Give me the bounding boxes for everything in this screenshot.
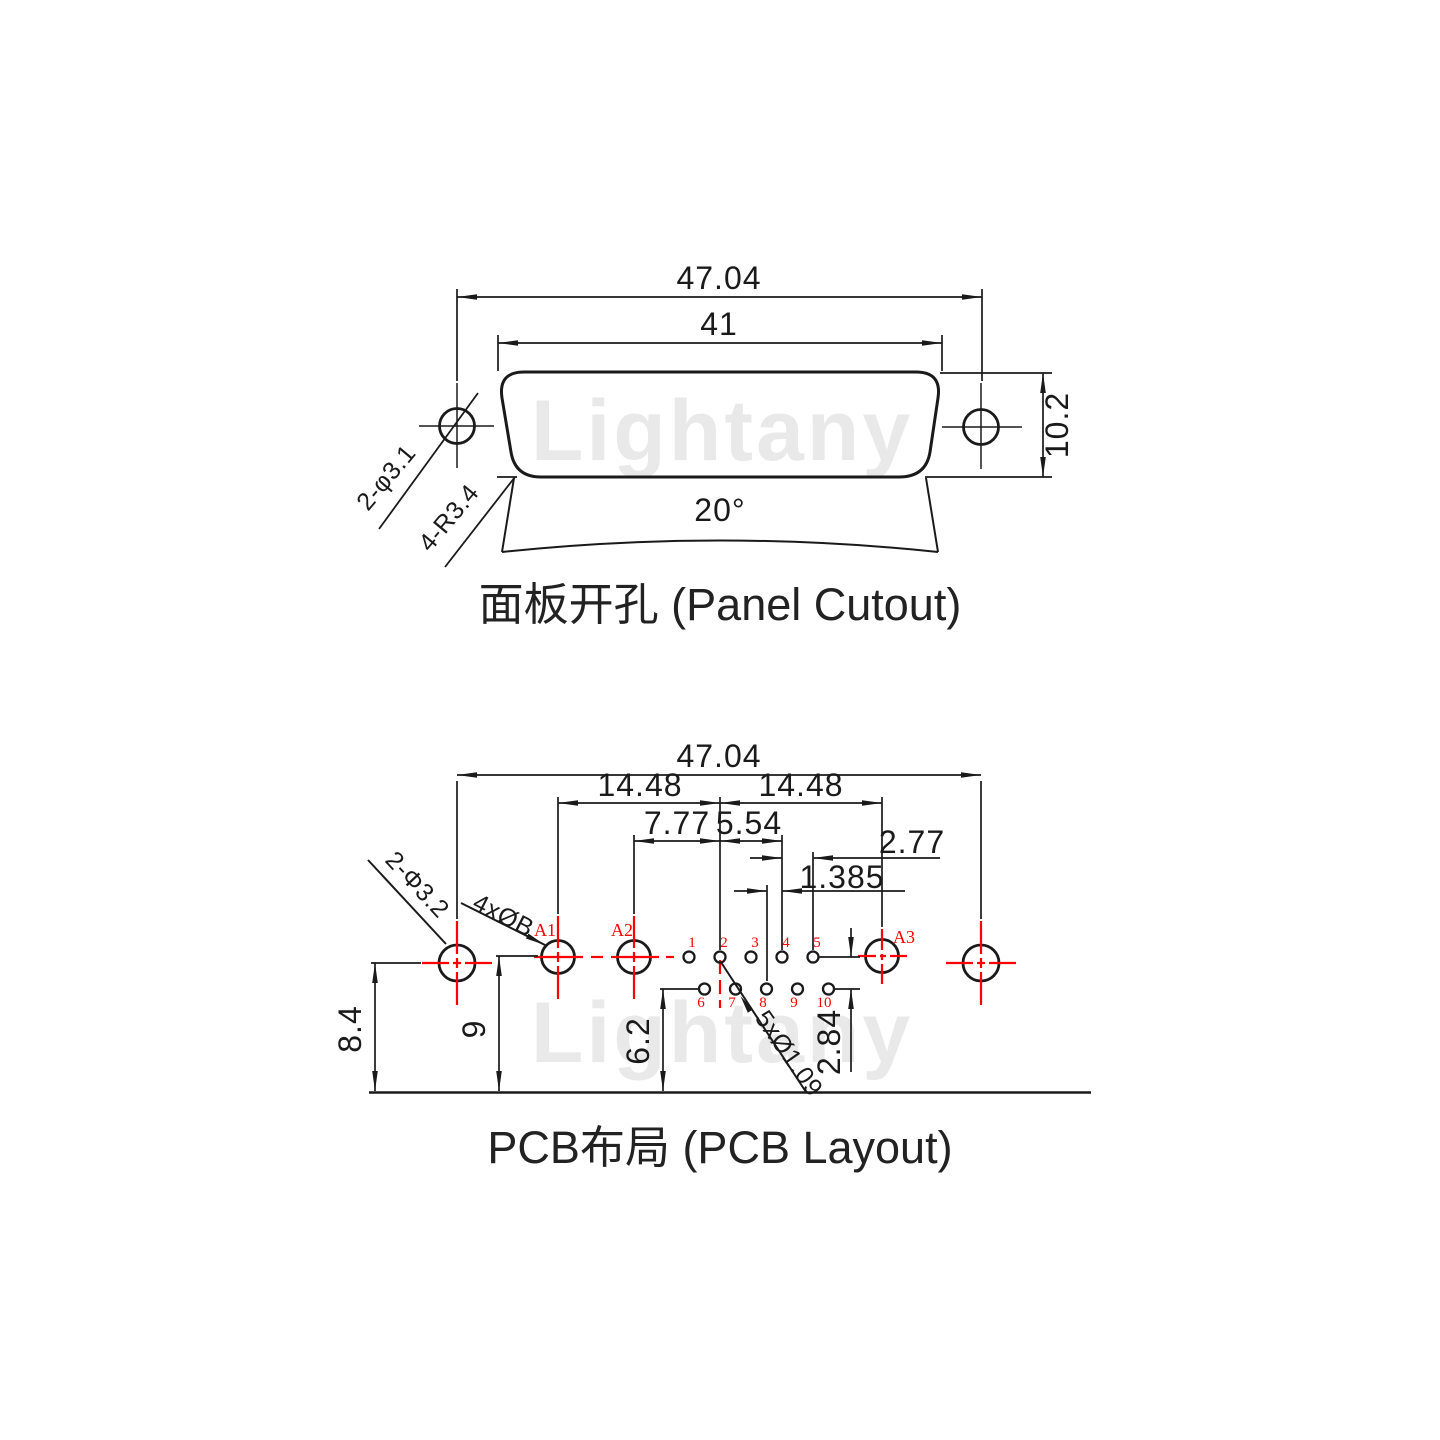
watermark-top: Lightany (531, 383, 913, 479)
pcb-pin7-label: 7 (728, 995, 736, 1011)
panel-dim-47-04: 47.04 (456, 260, 983, 381)
panel-dim-10-2-label: 10.2 (1039, 392, 1075, 458)
pcb-dim-14-48-right: 14.48 (720, 767, 882, 806)
pcb-dim-6-2: 6.2 (620, 988, 700, 1091)
pcb-title: PCB布局 (PCB Layout) (487, 1122, 952, 1173)
pcb-dim-5-54-label: 5.54 (716, 805, 782, 841)
pcb-pin10-label: 10 (817, 995, 832, 1011)
pcb-dim-1-385: 1.385 (734, 859, 905, 895)
pcb-a3-label: A3 (893, 927, 915, 947)
panel-title: 面板开孔 (Panel Cutout) (479, 579, 962, 630)
pcb-dim-47-04-label: 47.04 (676, 738, 761, 774)
pcb-dim-14-48-left-label: 14.48 (597, 767, 682, 803)
panel-label-radius-text: 4-R3.4 (413, 479, 485, 557)
panel-cutout-outline (499, 370, 941, 479)
panel-dim-10-2: 10.2 (925, 372, 1075, 478)
pcb-dim-5-54: 5.54 (716, 805, 782, 844)
panel-dim-41: 41 (497, 306, 943, 371)
pcb-pin3-label: 3 (751, 935, 759, 951)
pcb-label-shell-text: 4xØB (468, 888, 538, 942)
panel-hole-right (942, 383, 1022, 469)
pcb-hole-a3: A3 (858, 927, 915, 984)
panel-dim-41-label: 41 (700, 306, 738, 342)
pcb-pins-row1 (682, 950, 820, 964)
pcb-hole-right (946, 921, 1016, 1005)
pcb-pin4-label: 4 (782, 935, 790, 951)
pcb-pin2-label: 2 (720, 935, 728, 951)
pcb-dim-6-2-label: 6.2 (620, 1017, 656, 1064)
panel-hole-left (419, 383, 494, 468)
pcb-pin6-label: 6 (697, 995, 705, 1011)
panel-label-radius: 4-R3.4 (413, 476, 516, 568)
pcb-a2-label: A2 (611, 920, 633, 940)
pcb-extension-lines (557, 797, 883, 981)
pcb-dim-8-4-label: 8.4 (332, 1005, 368, 1052)
panel-angle-label: 20° (694, 492, 745, 528)
pcb-dim-2-84-label: 2.84 (811, 1009, 847, 1075)
pcb-dim-7-77: 7.77 (634, 805, 720, 844)
panel-dim-47-04-label: 47.04 (676, 260, 761, 296)
pcb-hole-left (422, 921, 492, 1005)
pcb-dim-2-77-label: 2.77 (879, 824, 945, 860)
pcb-a1-label: A1 (534, 920, 556, 940)
pcb-centerline-red (534, 955, 722, 1008)
pcb-pin1-label: 1 (688, 935, 696, 951)
pcb-dim-8-4: 8.4 (332, 962, 421, 1091)
pcb-dim-2-77: 2.77 (750, 824, 945, 861)
pcb-dim-9: 9 (456, 955, 538, 1091)
pcb-dim-7-77-label: 7.77 (644, 805, 710, 841)
pcb-dim-14-48-right-label: 14.48 (758, 767, 843, 803)
pcb-pin9-label: 9 (790, 995, 798, 1011)
pcb-pin8-label: 8 (759, 995, 767, 1011)
pcb-dim-47-04: 47.04 (456, 738, 982, 919)
pcb-pin5-label: 5 (813, 935, 821, 951)
pcb-layout-drawing: 47.04 14.48 14.48 7.77 5.54 2.77 (332, 738, 1091, 1173)
pcb-dim-9-label: 9 (456, 1020, 492, 1039)
pcb-dim-2-84: 2.84 (811, 928, 860, 1075)
pcb-label-holes: 2-Φ3.2 (367, 846, 455, 945)
pcb-dim-14-48-left: 14.48 (558, 767, 720, 806)
panel-flare: 20° (497, 476, 939, 553)
watermark-bottom: Lightany (531, 985, 913, 1081)
pcb-label-shell: 4xØB (460, 888, 546, 946)
panel-label-holes-text: 2-φ3.1 (351, 439, 421, 515)
